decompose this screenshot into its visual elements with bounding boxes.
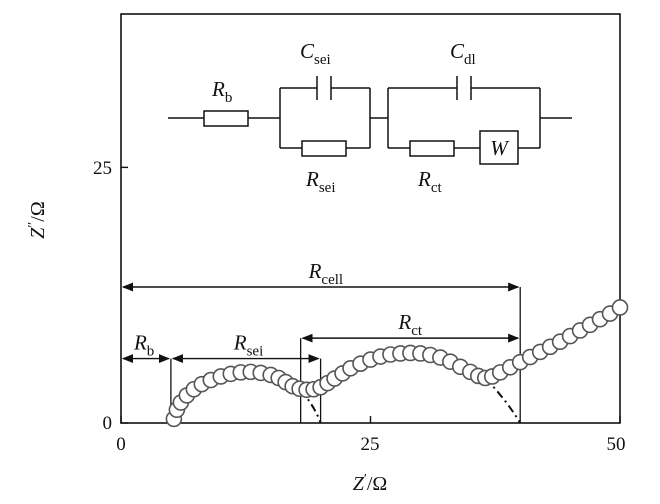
circuit-label-rb: Rb (211, 77, 232, 106)
x-tick-label: 0 (116, 434, 126, 455)
fit-arc (484, 377, 522, 424)
impedance-data-series (165, 299, 629, 428)
annotation-label: Rct (397, 310, 422, 339)
resistor-rct (409, 140, 455, 157)
resistor-rsei (301, 140, 347, 157)
x-axis-title: Z′/Ω (353, 472, 388, 495)
y-tick-label: 25 (93, 158, 112, 179)
axis-ticks (120, 166, 621, 424)
equivalent-circuit-inset (168, 76, 572, 165)
vertical-marker-lines (170, 287, 521, 423)
circuit-label-rct: Rct (417, 167, 442, 196)
y-tick-label: 0 (103, 413, 113, 434)
annotation-label: Rcell (308, 259, 343, 288)
annotation-label: Rsei (233, 331, 264, 360)
circuit-label-cdl: Cdl (450, 39, 476, 68)
y-axis-title: Z″/Ω (26, 201, 49, 238)
x-tick-label: 50 (607, 434, 626, 455)
warburg-element (479, 130, 519, 165)
annotation-label: Rb (133, 331, 154, 360)
circuit-label-rsei: Rsei (305, 167, 336, 196)
circuit-label-w: W (490, 136, 510, 160)
circuit-label-csei: Csei (300, 39, 331, 68)
x-tick-label: 25 (361, 434, 380, 455)
resistor-rb (203, 110, 249, 127)
data-point (611, 299, 629, 316)
